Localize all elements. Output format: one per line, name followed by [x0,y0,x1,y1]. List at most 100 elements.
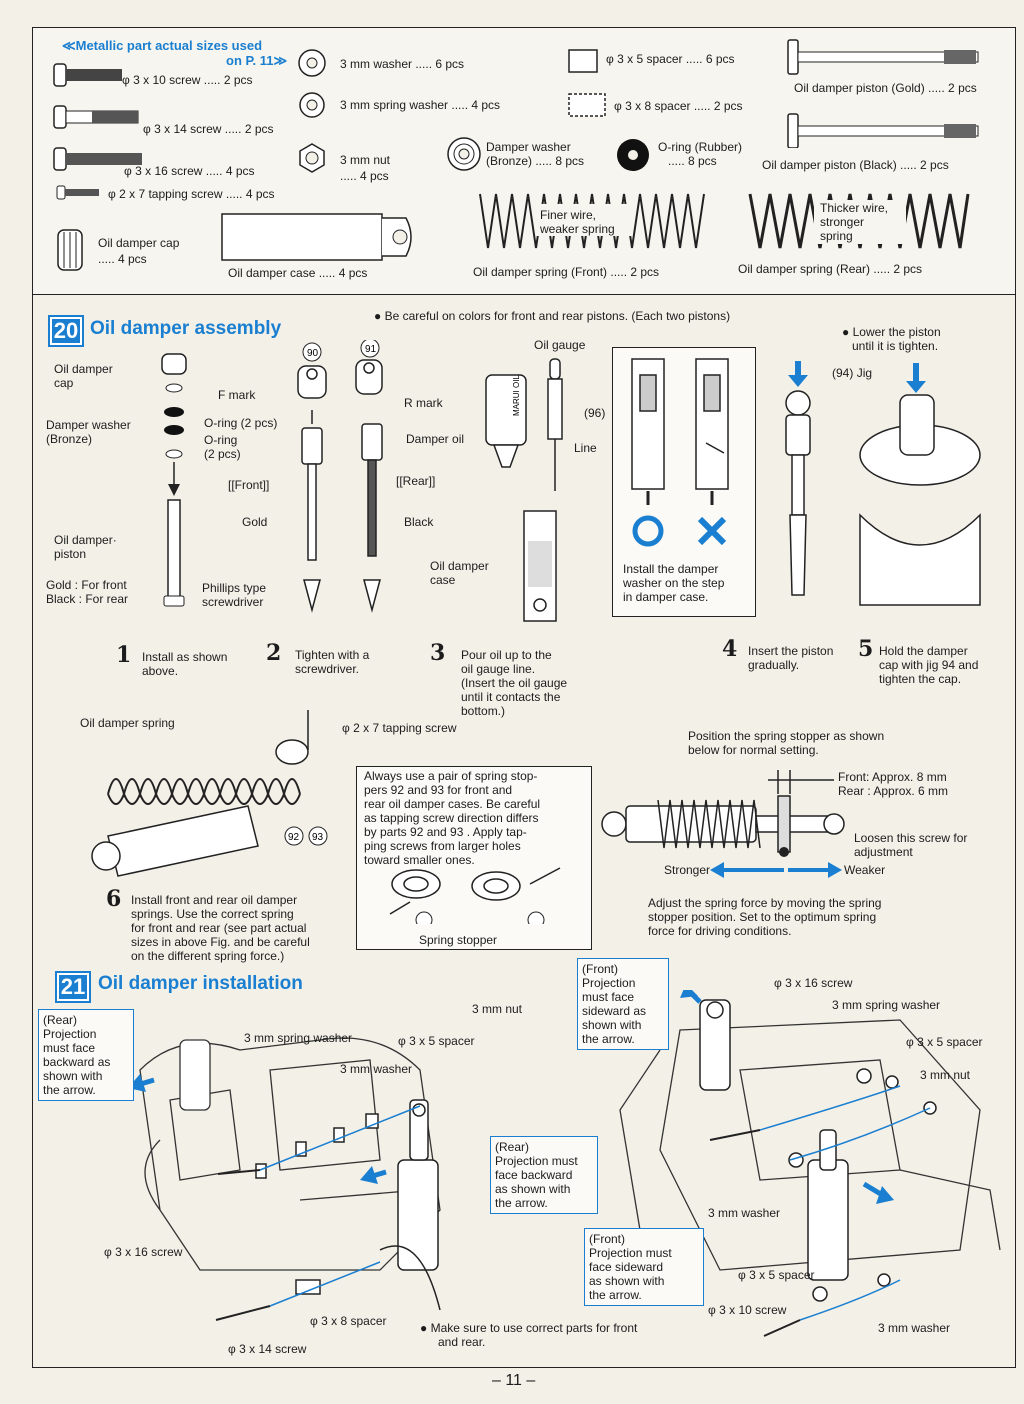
rear-callout-2-l4: as shown with [495,1182,571,1196]
step6-l2: springs. Use the correct spring [131,907,294,921]
phillips-l1: Phillips type [202,581,267,595]
step6-l4: sizes in above Fig. and be careful [131,935,310,949]
lower-l1: ● Lower the piston [842,325,941,339]
exploded-parts-drawing [161,353,187,607]
tapping-screw-icon [56,185,99,200]
adjust-l3: force for driving conditions. [648,924,792,938]
spring-washer-label: 3 mm spring washer ..... 4 pcs [340,98,501,112]
r-spring-washer: 3 mm spring washer [832,998,941,1012]
screw-3x14-label: φ 3 x 14 screw ..... 2 pcs [143,122,274,136]
spacer-3x5-label: φ 3 x 5 spacer ..... 6 pcs [606,52,735,66]
cap-qty: ..... 4 pcs [98,252,147,266]
washer-label: 3 mm washer ..... 6 pcs [340,57,465,71]
lbl-washer-l2: (Bronze) [46,432,93,446]
parts-header: ≪Metallic part actual sizes used [62,38,263,53]
rear-callout-1-l5: shown with [43,1069,103,1083]
washer-nut-icons [298,49,326,173]
l-spacer-3x5: φ 3 x 5 spacer [398,1034,475,1048]
gold-label: Gold [242,515,268,529]
front-callout-1-l4: sideward as [582,1004,647,1018]
l-nut: 3 mm nut [472,1002,523,1016]
spring-front-label: Oil damper spring (Front) ..... 2 pcs [473,265,660,279]
spring-setting-drawing [601,770,845,878]
r-spacer-3x5: φ 3 x 5 spacer [906,1035,983,1049]
r-spacer-3x5b: φ 3 x 5 spacer [738,1268,815,1282]
black-label: Black [404,515,434,529]
l-screw16: φ 3 x 16 screw [104,1245,183,1259]
case-label: Oil damper case ..... 4 pcs [228,266,368,280]
jig-label: (94) Jig [832,366,873,380]
lbl-gold-front: Gold : For front [46,578,127,592]
stopper-note-l1: Always use a pair of spring stop- [364,769,538,783]
rear-callout-1: (Rear) Projection must face backward as … [38,1009,134,1101]
washer-correct-wrong-drawing [631,358,729,547]
step6-spring-drawing: 92 93 [91,710,328,877]
adjust-l1: Adjust the spring force by moving the sp… [648,896,882,910]
step2-number: 2 [266,640,282,666]
spring-stopper-label: Spring stopper [419,933,498,947]
step3-l3: (Insert the oil gauge [461,676,568,690]
rear-tag: [[Rear]] [396,474,436,488]
r-screw10: φ 3 x 10 screw [708,1303,787,1317]
rear-spring-icon [748,193,970,249]
damper-washer-icon [447,137,481,171]
rear-approx: Rear : Approx. 6 mm [838,784,949,798]
front-callout-2: (Front) Projection must face sideward as… [584,1228,704,1306]
lbl-piston-l2: piston [54,547,87,561]
front-callout-1-l6: the arrow. [582,1032,635,1046]
svg-text:90: 90 [307,348,319,359]
spring-stopper-drawing [389,867,561,924]
step1-l2: above. [142,664,179,678]
step1-l1: Install as shown [142,650,228,664]
step6-number: 6 [106,886,122,912]
lower-l2: until it is tighten. [852,339,939,353]
stronger-label: Stronger [664,863,711,877]
rear-callout-2-l5: the arrow. [495,1196,548,1210]
step3-number: 3 [430,640,446,666]
part-92-mark: 92 [288,832,300,843]
part-96: (96) [584,406,606,420]
rear-callout-2: (Rear) Projection must face backward as … [490,1136,598,1214]
step5-number: 5 [858,636,874,662]
r-washer: 3 mm washer [708,1206,781,1220]
lbl-cap-l2: cap [54,376,74,390]
part-96-num: 96 [588,406,602,420]
thicker-wire-l2: stronger [820,215,865,229]
finer-wire-l1: Finer wire, [540,208,597,222]
page-number: – 11 – [492,1372,536,1389]
oil-case-l2: case [430,573,456,587]
front-callout-2-l4: as shown with [589,1274,665,1288]
lbl-piston-l1: Oil damper· [54,533,117,547]
damper-washer-qty: (Bronze) ..... 8 pcs [486,154,585,168]
piston-gold-label: Oil damper piston (Gold) ..... 2 pcs [794,81,977,95]
front-callout-2-l3: face sideward [589,1260,664,1274]
oil-case-l1: Oil damper [430,559,489,573]
nut-label: 3 mm nut [340,153,391,167]
oring-label: O-ring (Rubber) [658,140,743,154]
step3-l1: Pour oil up to the [461,648,552,662]
stopper-note-l6: ping screws from larger holes [364,839,521,853]
rear-callout-1-l1: (Rear) [43,1013,78,1027]
oil-damper-spring-label: Oil damper spring [80,716,175,730]
stopper-note-l3: rear oil damper cases. Be careful [364,797,541,811]
parts-note-l2: and rear. [438,1335,486,1349]
r-mark: R mark [404,396,443,410]
step5-l1: Hold the damper [879,644,968,658]
step3-l4: until it contacts the [461,690,561,704]
piston-icons [787,39,979,148]
step3-oil-drawing: MARUI OIL [485,358,563,622]
damper-washer-label: Damper washer [486,140,571,154]
svg-text:91: 91 [365,344,377,355]
lbl-oring-b2: (2 pcs) [204,447,241,461]
phillips-l2: screwdriver [202,595,264,609]
front-callout-1-l5: shown with [582,1018,642,1032]
nut-qty: ..... 4 pcs [340,169,389,183]
section-21-badge: 21 [55,971,91,1003]
r-screw16: φ 3 x 16 screw [774,976,853,990]
step3-l2: oil gauge line. [461,662,536,676]
colors-note-text: Be careful on colors for front and rear … [384,309,731,323]
spring-rear-label: Oil damper spring (Rear) ..... 2 pcs [738,262,923,276]
lbl-oring-a: O-ring (2 pcs) [204,416,278,430]
lbl-washer-l1: Damper washer [46,418,131,432]
part-94: 94 [836,366,850,380]
